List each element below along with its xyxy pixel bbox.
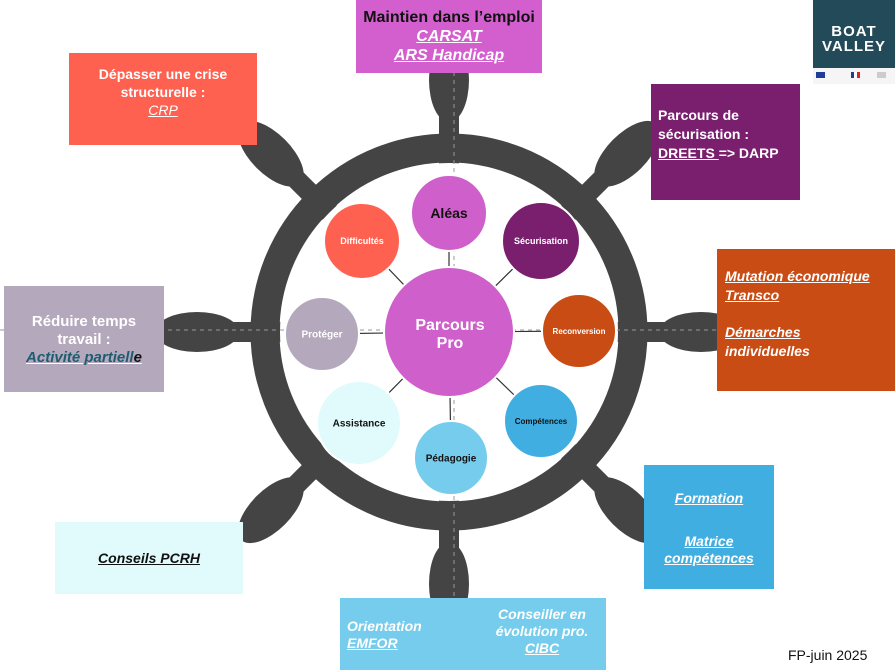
box-parcours-securisation: Parcours de sécurisation : DREETS => DAR…: [651, 84, 800, 200]
wheel-handle-grip: [237, 477, 304, 544]
wheel-node-circle: [541, 293, 617, 369]
box-conseils-pcrh: Conseils PCRH: [55, 522, 243, 594]
box-secu-line1: Parcours de: [658, 107, 739, 123]
wheel-rim: [250, 133, 648, 531]
wheel-node-label: Compétences: [515, 417, 568, 426]
box-maintien-title: Maintien dans l’emploi: [363, 9, 535, 26]
center-node-circle: [383, 266, 515, 398]
wheel-nodes: AléasSécurisationReconversionCompétences…: [284, 174, 617, 496]
link-formation[interactable]: Formation: [674, 490, 744, 506]
link-conseils-pcrh[interactable]: Conseils PCRH: [98, 550, 200, 566]
boat-valley-logo: BOAT VALLEY: [813, 0, 895, 68]
wheel-node-circle: [323, 202, 401, 280]
link-matrice[interactable]: Matrice: [684, 533, 734, 549]
box-temps-line2: travail :: [57, 331, 111, 348]
link-demarches[interactable]: Démarches: [725, 324, 801, 340]
box-orient-line3: évolution pro.: [495, 623, 589, 639]
center-node-label-line2: Pro: [437, 335, 464, 352]
wheel-node-label: Pédagogie: [426, 454, 477, 465]
partner-logo-icon: [877, 72, 886, 78]
logo-line2: VALLEY: [821, 38, 887, 55]
box-orient-line2: Conseiller en: [498, 606, 586, 622]
partner-logos-strip: [813, 68, 895, 84]
wheel-node-label: Aléas: [430, 205, 468, 221]
box-secu-suffix: => DARP: [718, 145, 779, 161]
link-cibc[interactable]: CIBC: [524, 640, 560, 656]
box-temps-tail: e: [133, 349, 142, 366]
link-crp[interactable]: CRP: [148, 102, 178, 118]
box-crise-structurelle: Dépasser une crise structurelle : CRP: [69, 53, 257, 145]
wheel-node-label: Difficultés: [340, 236, 384, 246]
link-ars-handicap[interactable]: ARS Handicap: [393, 47, 505, 64]
box-maintien-emploi: Maintien dans l’emploi CARSAT ARS Handic…: [356, 0, 542, 73]
center-node-label-line1: Parcours: [415, 317, 484, 334]
box-formation: Formation Matrice compétences: [644, 465, 774, 589]
wheel-node-circle: [501, 201, 581, 281]
box-secu-line2: sécurisation :: [658, 126, 750, 142]
link-emfor[interactable]: EMFOR: [347, 635, 398, 651]
box-crise-line1: Dépasser une crise: [98, 66, 228, 82]
orientation-left-group: Orientation EMFOR: [347, 618, 422, 652]
wheel-node-circle: [316, 380, 402, 466]
box-reduire-temps-travail: Réduire temps travail : Activité partiel…: [4, 286, 164, 392]
link-activite-partielle[interactable]: Activité partiell: [26, 349, 134, 366]
orientation-right-group: Conseiller en évolution pro. CIBC: [487, 606, 597, 657]
box-crise-line2: structurelle :: [120, 84, 206, 100]
footer-date: FP-juin 2025: [788, 647, 868, 663]
wheel-node-label: Reconversion: [553, 327, 606, 336]
link-transco[interactable]: Transco: [725, 287, 780, 303]
wheel-handle-grip: [594, 120, 661, 187]
wheel-handle-grip: [155, 312, 239, 352]
box-temps-line1: Réduire temps: [31, 313, 137, 330]
wheel-node-circle: [410, 174, 488, 252]
link-carsat[interactable]: CARSAT: [416, 28, 482, 45]
wheel-node-circle: [413, 420, 489, 496]
box-mutation-economique: Mutation économique Transco Démarches in…: [717, 249, 895, 391]
wheel-node-circle: [284, 296, 360, 372]
box-mutation-line4: individuelles: [725, 343, 810, 359]
link-dreets[interactable]: DREETS: [658, 145, 719, 161]
eu-flag-icon: [816, 72, 825, 78]
box-orient-line1: Orientation: [347, 618, 422, 634]
wheel-handle-grip: [594, 477, 661, 544]
wheel-node-label: Sécurisation: [514, 236, 568, 246]
wheel-node-label: Protéger: [301, 330, 342, 341]
wheel-node-circle: [503, 383, 579, 459]
france-flag-icon: [851, 72, 860, 78]
wheel-node-label: Assistance: [333, 419, 386, 430]
logo-line1: BOAT: [831, 23, 877, 40]
link-mutation-economique[interactable]: Mutation économique: [725, 268, 870, 284]
box-orientation: Orientation EMFOR Conseiller en évolutio…: [340, 598, 606, 670]
link-competences[interactable]: compétences: [664, 550, 754, 566]
